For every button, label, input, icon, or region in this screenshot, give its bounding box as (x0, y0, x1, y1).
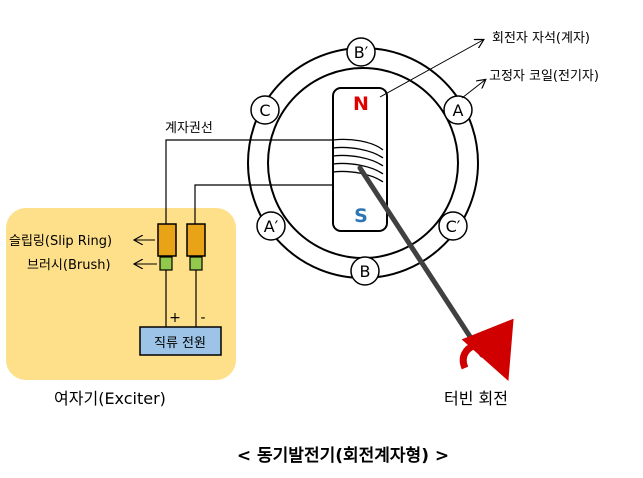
svg-text:B′: B′ (354, 43, 369, 62)
pole-a-prime: A′ (256, 211, 286, 241)
turbine-shaft (357, 165, 485, 358)
turbine-rotation-arrow (459, 318, 514, 381)
pole-b: B (350, 256, 380, 286)
svg-text:C′: C′ (446, 217, 461, 236)
pole-a: A (443, 95, 473, 125)
brush-left (159, 256, 173, 271)
slip-ring-left (157, 223, 177, 257)
field-winding-label: 계자권선 (165, 121, 213, 136)
brush-label: 브러시(Brush) (27, 258, 111, 273)
svg-text:B: B (360, 262, 371, 281)
dc-source-label: 직류 전원 (154, 336, 206, 351)
turbine-label: 터빈 회전 (444, 389, 508, 408)
plus-sign: + (169, 310, 181, 326)
svg-text:A: A (453, 101, 464, 120)
minus-sign: - (200, 310, 205, 326)
field-winding-coils (332, 138, 384, 183)
svg-text:C: C (259, 101, 270, 120)
svg-text:A′: A′ (264, 217, 279, 236)
slip-ring-right (186, 223, 206, 257)
brush-right (189, 256, 203, 271)
pole-c-prime: C′ (438, 211, 468, 241)
dc-source-box (139, 326, 222, 356)
south-pole-label: S (354, 205, 368, 227)
field-wires (165, 139, 333, 224)
diagram-title: < 동기발전기(회전계자형) > (237, 445, 449, 466)
rotor-magnet-arrow (379, 40, 483, 98)
stator-coil-label: 고정자 코일(전기자) (489, 69, 599, 84)
slip-ring-label: 슬립링(Slip Ring) (9, 234, 112, 249)
rotor-magnet-label: 회전자 자석(계자) (492, 31, 590, 46)
rotor-magnet (332, 87, 388, 232)
exciter-label: 여자기(Exciter) (54, 389, 166, 408)
pole-c: C (250, 95, 280, 125)
stator-coil-arrow (461, 80, 485, 99)
pole-b-prime: B′ (346, 37, 376, 67)
north-pole-label: N (353, 93, 369, 115)
